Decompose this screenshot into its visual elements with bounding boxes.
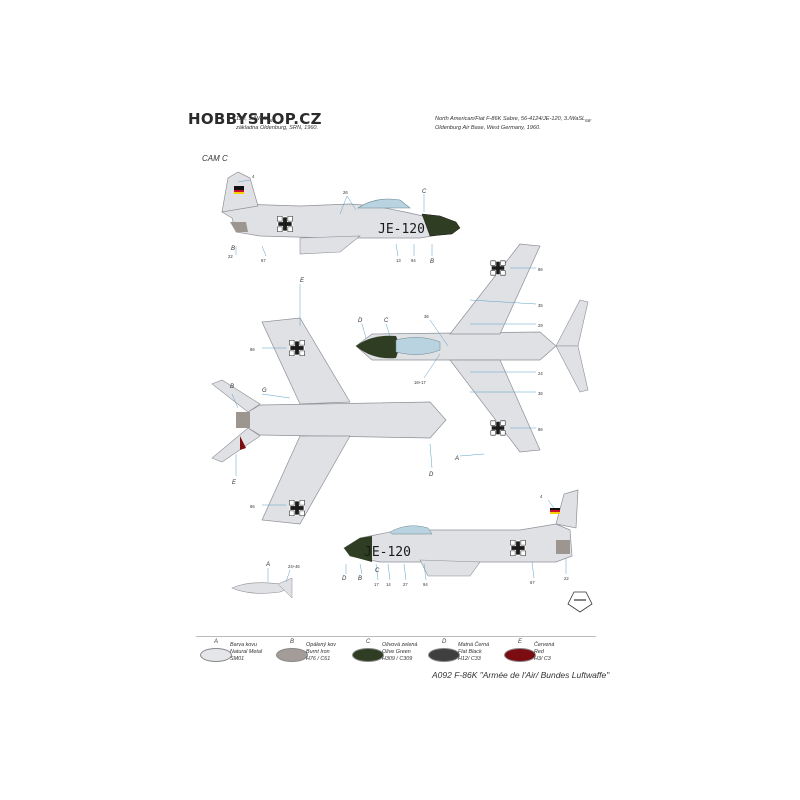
- svg-text:13: 13: [396, 258, 401, 263]
- side-view-right: JE-120 4 D B 17 14 27 94 67 22 C: [342, 489, 579, 587]
- svg-text:35: 35: [538, 303, 543, 308]
- svg-text:94: 94: [411, 258, 416, 263]
- svg-text:B: B: [230, 384, 234, 390]
- svg-text:94: 94: [423, 582, 428, 587]
- svg-text:67: 67: [261, 258, 266, 263]
- svg-text:67: 67: [530, 580, 535, 585]
- caption-czech-line2: základna Oldenburg, SRN, 1960.: [236, 124, 319, 131]
- registration-side-top: JE-120: [378, 222, 425, 237]
- svg-text:86: 86: [538, 267, 543, 272]
- caption-english-line2: Oldenburg Air Base, West Germany, 1960.: [435, 124, 541, 131]
- caption-czech: 120, 3./WaSL66 základna Oldenburg, SRN, …: [236, 116, 406, 132]
- watermark: HOBBYSHOP.CZ: [188, 110, 322, 128]
- svg-text:24+46: 24+46: [288, 564, 300, 569]
- bottom-view-aircraft: 86 35 29 24 36 86 36 16+17 D C A: [355, 243, 589, 462]
- svg-text:36: 36: [424, 314, 429, 319]
- svg-text:17: 17: [374, 582, 379, 587]
- legend-swatch-b: [276, 648, 308, 662]
- svg-text:B: B: [231, 246, 235, 252]
- svg-text:A: A: [454, 456, 459, 462]
- svg-text:D: D: [358, 318, 363, 324]
- svg-text:D: D: [429, 472, 434, 478]
- balkenkreuz-icon: [276, 215, 294, 233]
- svg-text:B: B: [430, 259, 434, 265]
- svg-text:24: 24: [538, 371, 543, 376]
- svg-text:86: 86: [250, 347, 255, 352]
- svg-text:4: 4: [540, 494, 543, 499]
- svg-text:G: G: [262, 388, 267, 394]
- svg-text:86: 86: [538, 427, 543, 432]
- svg-text:C: C: [422, 189, 427, 195]
- svg-text:4: 4: [252, 174, 255, 179]
- svg-text:B: B: [358, 576, 362, 582]
- legend-swatch-e: [504, 648, 536, 662]
- svg-text:C: C: [384, 318, 389, 324]
- side-view-left: JE-120 4 26 C B 22 67 13 94 B: [221, 171, 461, 265]
- svg-text:27: 27: [403, 582, 408, 587]
- svg-text:22: 22: [564, 576, 569, 581]
- cam-label: CAM C: [202, 154, 228, 163]
- svg-text:E: E: [300, 278, 305, 284]
- svg-text:C: C: [375, 568, 380, 574]
- caption-czech-sub: 66: [269, 118, 275, 124]
- drop-tank: A 24+46: [231, 562, 300, 599]
- legend-divider: [196, 636, 596, 637]
- caption-czech-line1: 120, 3./WaSL: [236, 116, 270, 122]
- svg-text:86: 86: [250, 504, 255, 509]
- footer-title: A092 F-86K "Armée de l'Air/ Bundes Luftw…: [432, 670, 610, 680]
- svg-text:D: D: [342, 576, 347, 582]
- legend-swatch-c: [352, 648, 384, 662]
- legend-swatch-a: [200, 648, 232, 662]
- top-view-aircraft: E 86 86 B G E D: [211, 278, 447, 525]
- svg-text:A: A: [265, 562, 270, 568]
- legend-swatch-d: [428, 648, 460, 662]
- svg-text:14: 14: [386, 582, 391, 587]
- special-hobby-logo-icon: [567, 591, 593, 613]
- svg-text:16+17: 16+17: [414, 380, 426, 385]
- svg-text:29: 29: [538, 323, 543, 328]
- svg-text:22: 22: [228, 254, 233, 259]
- german-flag-icon: [234, 186, 244, 192]
- caption-english-line1-end: ,: [590, 116, 592, 122]
- svg-text:36: 36: [538, 391, 543, 396]
- svg-text:26: 26: [343, 190, 348, 195]
- registration-side-bottom: JE-120: [364, 545, 411, 560]
- caption-english-line1: North American/Fiat F-86K Sabre, 56-4124…: [435, 116, 586, 122]
- caption-english: North American/Fiat F-86K Sabre, 56-4124…: [435, 116, 625, 132]
- caption-english-sub: 66: [585, 118, 591, 124]
- svg-text:E: E: [232, 480, 237, 486]
